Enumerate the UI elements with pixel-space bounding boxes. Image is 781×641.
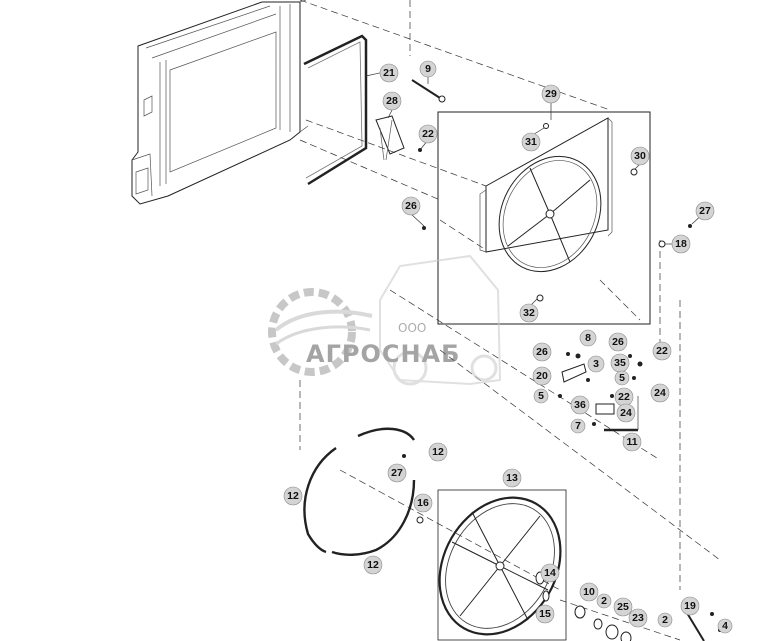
callout-c36: 36 [570, 395, 590, 415]
callout-label: 8 [585, 332, 591, 344]
callout-c31: 31 [521, 132, 541, 152]
callout-label: 12 [432, 446, 444, 458]
callout-label: 23 [632, 612, 644, 624]
callout-label: 7 [575, 420, 581, 432]
rotary-screen [437, 489, 567, 641]
callout-label: 12 [367, 559, 379, 571]
callout-label: 15 [539, 608, 551, 620]
callout-label: 14 [544, 567, 556, 579]
callout-c16: 16 [413, 493, 433, 513]
callout-c13: 13 [502, 468, 522, 488]
callout-label: 28 [386, 95, 398, 107]
callout-label: 32 [523, 307, 535, 319]
callout-c22b: 22 [652, 341, 672, 361]
callout-label: 10 [583, 586, 595, 598]
watermark-name: АГРОСНАБ [306, 340, 460, 368]
callout-c2b: 2 [657, 612, 673, 628]
callout-c25: 25 [613, 597, 633, 617]
callout-label: 4 [722, 620, 728, 632]
hardware-cluster [418, 123, 692, 432]
callout-label: 9 [425, 63, 431, 75]
seal-strip [303, 34, 368, 186]
callout-label: 36 [574, 399, 586, 411]
callout-c14: 14 [540, 563, 560, 583]
callout-label: 31 [525, 136, 537, 148]
callout-label: 2 [662, 614, 668, 626]
callout-c23: 23 [628, 608, 648, 628]
watermark-prefix: ООО [398, 321, 426, 335]
callout-label: 25 [617, 601, 629, 613]
callout-c24a: 24 [650, 383, 670, 403]
callout-label: 22 [422, 128, 434, 140]
callout-label: 13 [506, 472, 518, 484]
callout-c20: 20 [532, 366, 552, 386]
callout-c12a: 12 [428, 442, 448, 462]
callout-c12b: 12 [283, 486, 303, 506]
callout-c27a: 27 [695, 201, 715, 221]
callout-c30: 30 [630, 146, 650, 166]
callout-c2a: 2 [596, 593, 612, 609]
long-bolt [411, 79, 446, 103]
callout-label: 12 [287, 490, 299, 502]
callout-c19: 19 [680, 596, 700, 616]
callout-label: 30 [634, 150, 646, 162]
callout-c26a: 26 [401, 196, 421, 216]
callout-c11: 11 [622, 432, 642, 452]
callout-c12c: 12 [363, 555, 383, 575]
callout-c5b: 5 [533, 388, 549, 404]
callout-c5a: 5 [614, 370, 630, 386]
callout-label: 16 [417, 497, 429, 509]
callout-c10: 10 [579, 582, 599, 602]
callout-label: 3 [593, 358, 599, 370]
callout-label: 26 [536, 346, 548, 358]
callout-c32: 32 [519, 303, 539, 323]
callout-c4: 4 [717, 618, 733, 634]
callout-label: 5 [538, 390, 544, 402]
callout-label: 22 [618, 391, 630, 403]
watermark-logo: ООО АГРОСНАБ [268, 254, 502, 386]
callout-c29: 29 [541, 84, 561, 104]
callout-c26c: 26 [608, 332, 628, 352]
callout-c8: 8 [579, 329, 597, 347]
callout-label: 11 [626, 436, 637, 448]
callout-label: 26 [612, 336, 624, 348]
callout-c35: 35 [610, 353, 630, 373]
mounting-bracket [375, 115, 405, 161]
callout-c24b: 24 [616, 403, 636, 423]
callout-c28: 28 [382, 91, 402, 111]
callout-c15: 15 [535, 604, 555, 624]
callout-label: 2 [601, 595, 607, 607]
callout-label: 24 [654, 387, 666, 399]
fan-shroud [437, 111, 651, 325]
callout-c9: 9 [419, 60, 437, 78]
callout-c18: 18 [671, 234, 691, 254]
callout-label: 29 [545, 88, 557, 100]
callout-c27b: 27 [387, 463, 407, 483]
callout-label: 20 [536, 370, 548, 382]
callout-c7: 7 [570, 418, 586, 434]
callout-label: 21 [383, 67, 395, 79]
callout-label: 18 [675, 238, 687, 250]
leader-lines [299, 0, 721, 641]
callout-label: 26 [405, 200, 417, 212]
callout-label: 19 [684, 600, 696, 612]
callout-label: 35 [614, 357, 626, 369]
radiator-core [131, 0, 309, 205]
callout-label: 27 [699, 205, 711, 217]
callout-label: 5 [619, 372, 625, 384]
callout-c21: 21 [379, 63, 399, 83]
callout-c22a: 22 [418, 124, 438, 144]
callout-c22c: 22 [614, 387, 634, 407]
callout-label: 22 [656, 345, 668, 357]
callout-c26b: 26 [532, 342, 552, 362]
callout-label: 27 [391, 467, 403, 479]
callout-label: 24 [620, 407, 632, 419]
split-ring [303, 427, 424, 556]
callout-c3: 3 [587, 355, 605, 373]
